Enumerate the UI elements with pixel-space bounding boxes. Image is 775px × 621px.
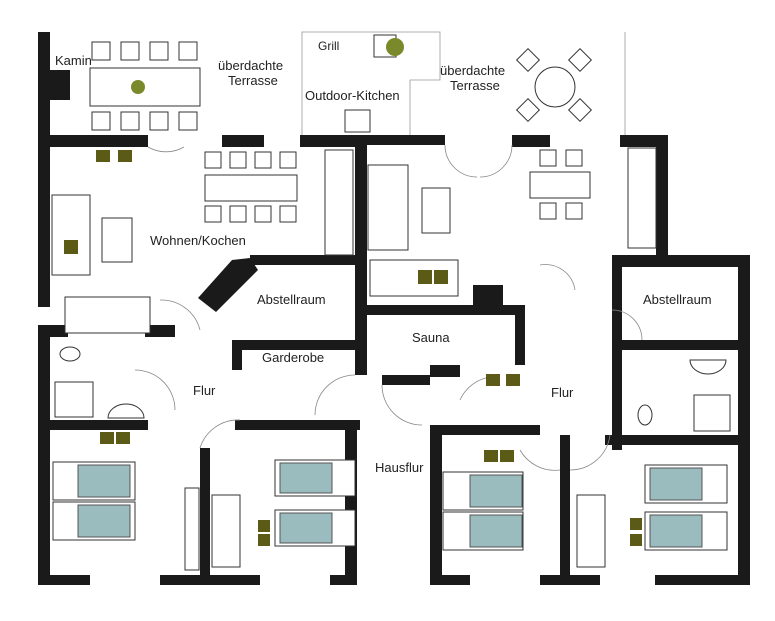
bed-mattress: [649, 467, 703, 501]
label-grill: Grill: [318, 39, 339, 53]
coffee-table-left: [101, 217, 133, 263]
chair: [279, 151, 297, 169]
shower-right: [693, 394, 731, 432]
toilet-icon: [637, 404, 653, 426]
terrace-table-right: [534, 66, 576, 108]
room-labels: Kamin überdachte Terrasse Grill Outdoor-…: [55, 39, 712, 475]
label-flur-right: Flur: [551, 385, 574, 400]
bed-mattress: [469, 514, 523, 548]
furniture: [51, 34, 731, 571]
chair: [229, 151, 247, 169]
bed-mattress: [469, 474, 523, 508]
wardrobe-bedroom-1: [184, 487, 200, 571]
chair: [178, 41, 198, 61]
chair: [539, 149, 557, 167]
toilet-icon: [59, 346, 81, 362]
chair: [254, 205, 272, 223]
shower-left: [54, 381, 94, 418]
chair: [204, 151, 222, 169]
cushion: [434, 270, 448, 284]
chair: [254, 151, 272, 169]
dining-table-left: [204, 174, 298, 202]
cushion: [258, 534, 270, 546]
chair: [91, 41, 111, 61]
bed-mattress: [649, 514, 703, 548]
label-sauna: Sauna: [412, 330, 450, 345]
bed-mattress: [279, 462, 333, 494]
sofa-left-bottom: [64, 296, 151, 334]
cushion: [630, 518, 642, 530]
cushion: [506, 374, 520, 386]
cushion: [64, 240, 78, 254]
cushion: [630, 534, 642, 546]
terrace-outlines: [301, 31, 626, 135]
label-kamin: Kamin: [55, 53, 92, 68]
label-outdoor-kitchen: Outdoor-Kitchen: [305, 88, 400, 103]
chair: [120, 111, 140, 131]
chair: [149, 111, 169, 131]
chair: [120, 41, 140, 61]
chair: [91, 111, 111, 131]
chair: [515, 97, 541, 123]
label-hausflur: Hausflur: [375, 460, 424, 475]
cushion: [258, 520, 270, 532]
sofa-left: [51, 194, 91, 276]
cushion: [96, 150, 110, 162]
label-terrasse-left-1: überdachte: [218, 58, 283, 73]
plant-icon: [131, 80, 145, 94]
label-abstellraum-left: Abstellraum: [257, 292, 326, 307]
sofa-right: [367, 164, 409, 251]
dining-table-right: [529, 171, 591, 199]
cushion: [116, 432, 130, 444]
label-terrasse-left-2: Terrasse: [228, 73, 278, 88]
washbasin-icon: [107, 403, 145, 419]
cushion: [118, 150, 132, 162]
chair: [178, 111, 198, 131]
kitchen-counter-right: [627, 147, 657, 249]
sink-icon: [344, 109, 371, 133]
chair: [204, 205, 222, 223]
chair: [565, 202, 583, 220]
kitchen-counter-left: [324, 149, 354, 256]
label-garderobe: Garderobe: [262, 350, 324, 365]
chair: [515, 47, 541, 73]
label-terrasse-right-2: Terrasse: [450, 78, 500, 93]
chair: [229, 205, 247, 223]
bed-mattress: [279, 512, 333, 544]
chair: [149, 41, 169, 61]
bed-mattress: [77, 464, 131, 498]
desk-bedroom-4: [576, 494, 606, 568]
label-wohnen-kochen: Wohnen/Kochen: [150, 233, 246, 248]
chair: [567, 97, 593, 123]
chair: [567, 47, 593, 73]
coffee-table-right: [421, 187, 451, 234]
chair: [279, 205, 297, 223]
cushion: [418, 270, 432, 284]
label-terrasse-right-1: überdachte: [440, 63, 505, 78]
chair: [565, 149, 583, 167]
washbasin-icon: [689, 359, 727, 375]
label-abstellraum-right: Abstellraum: [643, 292, 712, 307]
cushion: [486, 374, 500, 386]
cushion: [100, 432, 114, 444]
bed-mattress: [77, 504, 131, 538]
doors[interactable]: [134, 144, 643, 471]
label-flur-left: Flur: [193, 383, 216, 398]
desk-bedroom-2: [211, 494, 241, 568]
chair: [539, 202, 557, 220]
cushion: [500, 450, 514, 462]
walls: [38, 32, 750, 585]
cushion: [484, 450, 498, 462]
plant-icon: [386, 38, 404, 56]
